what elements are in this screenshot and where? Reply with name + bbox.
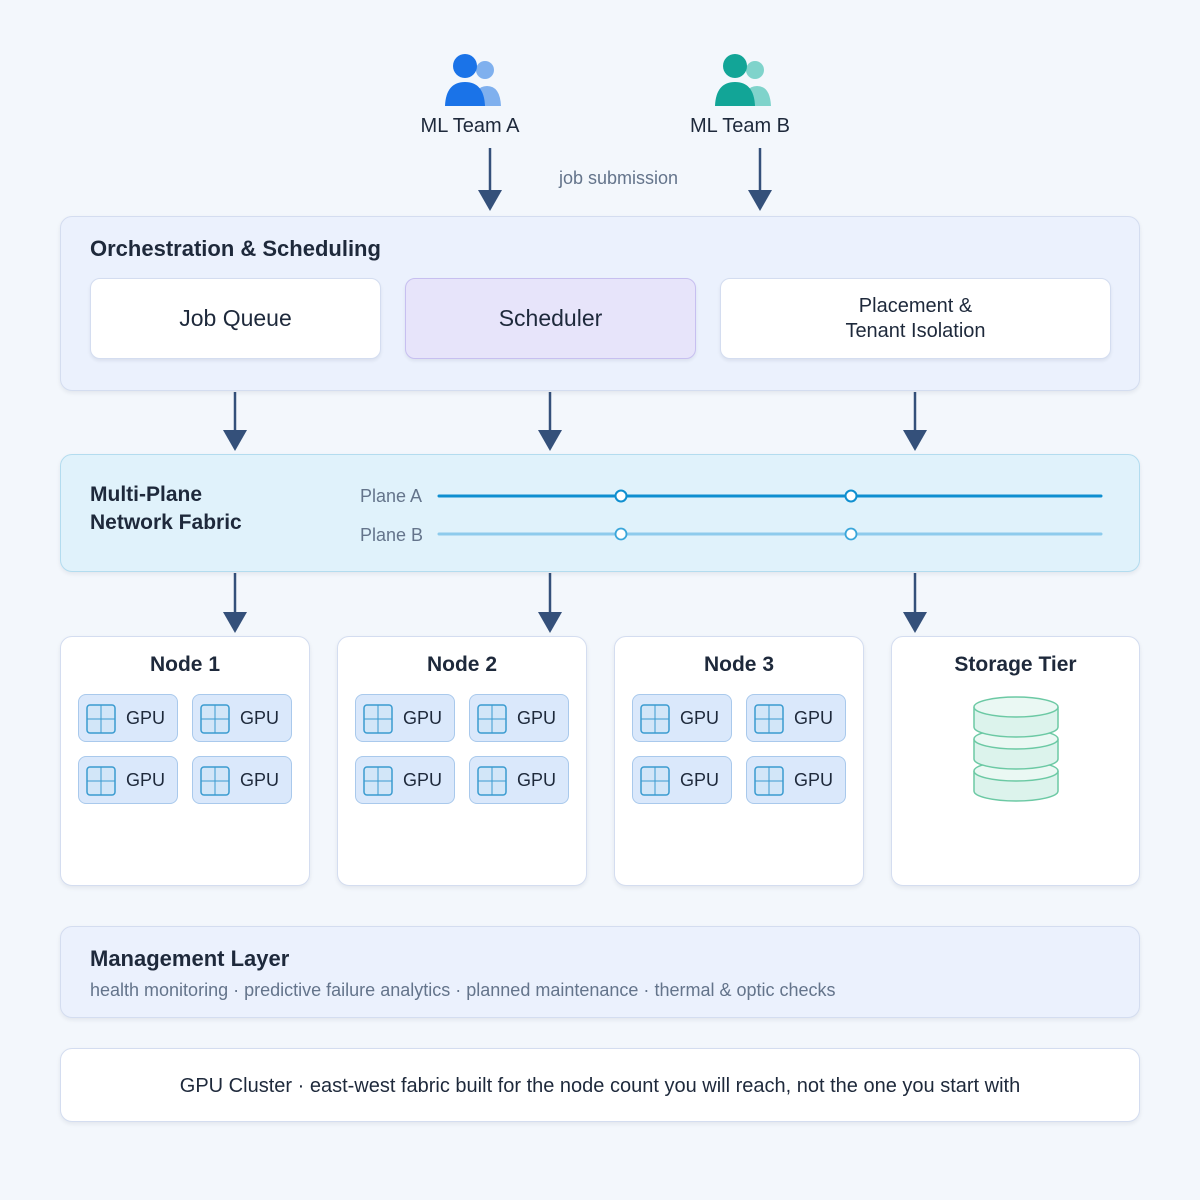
placement-isolation-box[interactable]: Placement & Tenant Isolation <box>720 278 1111 359</box>
separator: · <box>455 980 462 1000</box>
gpu-label: GPU <box>517 708 557 728</box>
gpu-label: GPU <box>680 770 720 790</box>
footer-caption: GPU Cluster · east-west fabric built for… <box>61 1075 1139 1098</box>
gpu-tile: GPU <box>192 694 292 742</box>
gpu-chip-icon <box>754 704 784 734</box>
storage-tier-card[interactable]: Storage Tier <box>891 636 1140 886</box>
cluster-footer: GPU Cluster · east-west fabric built for… <box>60 1048 1140 1122</box>
plane-b-port <box>614 527 628 541</box>
gpu-label: GPU <box>126 770 166 790</box>
footer-label: GPU Cluster <box>179 1075 293 1097</box>
gpu-chip-icon <box>640 704 670 734</box>
plane-b-port <box>844 527 858 541</box>
gpu-chip-icon <box>363 704 393 734</box>
plane-lines <box>437 489 1103 541</box>
gpu-tile: GPU <box>355 756 455 804</box>
gpu-chip-icon <box>363 766 393 796</box>
database-icon <box>973 696 1059 802</box>
team-a: ML Team A <box>370 50 570 145</box>
plane-b-label: Plane B <box>360 525 424 545</box>
separator: · <box>297 1075 305 1097</box>
job-submission-label: job submission <box>559 168 679 188</box>
network-fabric-panel: Multi-Plane Network Fabric Plane A Plane… <box>60 454 1140 572</box>
gpu-label: GPU <box>403 708 443 728</box>
placement-label-line1: Placement & <box>858 294 973 317</box>
orchestration-panel: Orchestration & Scheduling Job Queue Sch… <box>60 216 1140 391</box>
scheduler-box[interactable]: Scheduler <box>405 278 696 359</box>
gpu-chip-icon <box>477 766 507 796</box>
node-card[interactable]: Node 1 GPU GPU GPU GPU <box>60 636 310 886</box>
gpu-chip-icon <box>200 766 230 796</box>
capability-item: thermal & optic checks <box>654 980 836 1000</box>
team-users-icon <box>445 54 501 106</box>
gpu-tile: GPU <box>746 756 846 804</box>
gpu-label: GPU <box>403 770 443 790</box>
node-title: Node 3 <box>703 653 774 676</box>
gpu-chip-icon <box>754 766 784 796</box>
job-queue-box[interactable]: Job Queue <box>90 278 381 359</box>
gpu-label: GPU <box>126 708 166 728</box>
plane-a-label: Plane A <box>360 486 423 506</box>
storage-title: Storage Tier <box>954 653 1077 676</box>
plane-a-port <box>614 489 628 503</box>
gpu-tile: GPU <box>469 756 569 804</box>
team-users-icon <box>715 54 771 106</box>
gpu-label: GPU <box>240 770 280 790</box>
node-title: Node 1 <box>149 653 220 676</box>
separator: · <box>233 980 240 1000</box>
gpu-chip-icon <box>640 766 670 796</box>
placement-label-line2: Tenant Isolation <box>845 319 986 342</box>
gpu-tile: GPU <box>78 694 178 742</box>
gpu-tile: GPU <box>632 756 732 804</box>
team-b: ML Team B <box>640 50 840 145</box>
node-card[interactable]: Node 2 GPU GPU GPU GPU <box>337 636 587 886</box>
node-title: Node 2 <box>426 653 497 676</box>
gpu-tile: GPU <box>632 694 732 742</box>
gpu-tile: GPU <box>355 694 455 742</box>
management-layer-panel: Management Layer health monitoring · pre… <box>60 926 1140 1018</box>
footer-description: east-west fabric built for the node coun… <box>309 1075 1021 1097</box>
gpu-label: GPU <box>517 770 557 790</box>
job-queue-label: Job Queue <box>179 305 292 331</box>
gpu-chip-icon <box>86 766 116 796</box>
separator: · <box>643 980 650 1000</box>
team-label: ML Team B <box>689 115 791 137</box>
capability-item: predictive failure analytics <box>244 980 451 1000</box>
management-title: Management Layer <box>90 946 290 971</box>
fabric-title: Multi-Plane Network Fabric <box>90 481 242 537</box>
orchestration-title: Orchestration & Scheduling <box>90 236 381 261</box>
plane-a-port <box>844 489 858 503</box>
fabric-title-line2: Network Fabric <box>90 511 242 534</box>
team-label: ML Team A <box>420 115 520 137</box>
gpu-chip-icon <box>477 704 507 734</box>
capability-item: health monitoring <box>90 980 229 1000</box>
gpu-tile: GPU <box>746 694 846 742</box>
fabric-title-line1: Multi-Plane <box>90 483 203 506</box>
scheduler-label: Scheduler <box>498 305 603 331</box>
gpu-tile: GPU <box>192 756 292 804</box>
gpu-chip-icon <box>200 704 230 734</box>
gpu-label: GPU <box>794 770 834 790</box>
gpu-label: GPU <box>680 708 720 728</box>
gpu-tile: GPU <box>78 756 178 804</box>
node-card[interactable]: Node 3 GPU GPU GPU GPU <box>614 636 864 886</box>
management-capabilities: health monitoring · predictive failure a… <box>90 980 836 1001</box>
gpu-tile: GPU <box>469 694 569 742</box>
capability-item: planned maintenance <box>466 980 639 1000</box>
gpu-label: GPU <box>240 708 280 728</box>
gpu-label: GPU <box>794 708 834 728</box>
gpu-chip-icon <box>86 704 116 734</box>
